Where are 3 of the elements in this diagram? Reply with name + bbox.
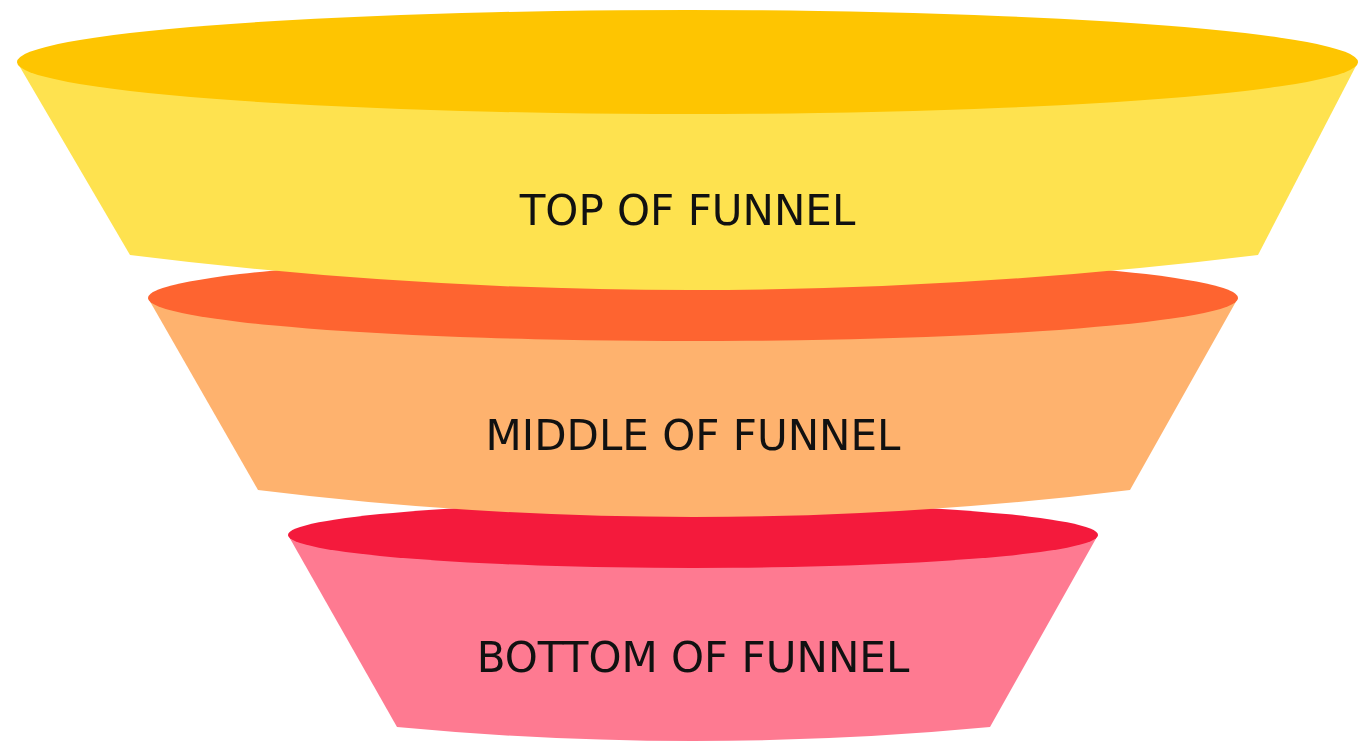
stage-label: BOTTOM OF FUNNEL — [476, 637, 910, 679]
stage-label: MIDDLE OF FUNNEL — [485, 415, 901, 457]
stage-label: TOP OF FUNNEL — [519, 190, 856, 232]
